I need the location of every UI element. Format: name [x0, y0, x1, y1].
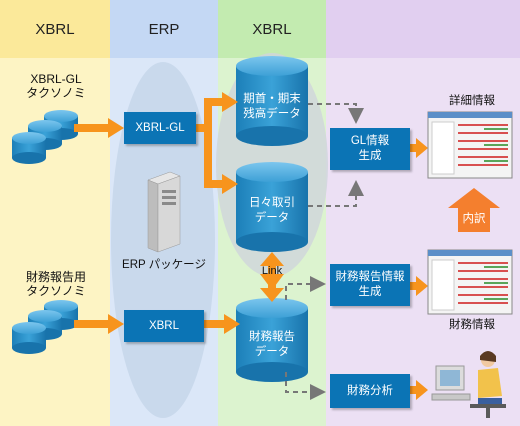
server-icon	[147, 171, 181, 253]
analyst-person-icon	[431, 351, 506, 418]
xbrl-gl-box: XBRL-GL	[124, 112, 196, 144]
link-label: Link	[261, 265, 283, 277]
analysis-box: 財務分析	[330, 374, 410, 408]
taxonomy-fr-label: 財務報告用 タクソノミ	[25, 270, 86, 298]
financial-info-label: 財務情報	[449, 319, 495, 331]
orange-arrows	[74, 92, 428, 400]
breakdown-arrow	[448, 188, 500, 232]
db-financial-label: 財務報告 データ	[249, 331, 295, 358]
gl-generate-box: GL情報 生成	[330, 128, 410, 170]
xbrl-box: XBRL	[124, 310, 204, 342]
taxonomy-gl-label: XBRL-GL タクソノミ	[26, 72, 86, 100]
column-xbrl-left: XBRL	[0, 0, 110, 426]
db-period-label: 期首・期末 残高データ	[243, 93, 301, 120]
detail-screen-thumbnail	[427, 111, 513, 179]
taxonomy-fr-cylinders	[12, 300, 78, 354]
column-xbrl-mid-header: XBRL	[218, 0, 326, 58]
column-xbrl-left-header: XBRL	[0, 0, 110, 58]
erp-package-label: ERP パッケージ	[122, 259, 206, 271]
detail-info-label: 詳細情報	[449, 95, 495, 107]
db-period-cylinder	[236, 56, 308, 146]
db-daily-label: 日々取引 データ	[249, 197, 295, 224]
dashed-arrows	[285, 103, 364, 400]
financial-screen-thumbnail	[427, 249, 513, 315]
taxonomy-gl-cylinders	[12, 110, 78, 164]
fr-generate-box: 財務報告情報 生成	[330, 264, 410, 306]
column-output-header	[326, 0, 520, 58]
column-erp-header: ERP	[110, 0, 218, 58]
db-daily-cylinder	[236, 162, 308, 252]
db-financial-cylinder	[236, 298, 308, 382]
breakdown-label: 内訳	[462, 213, 486, 225]
